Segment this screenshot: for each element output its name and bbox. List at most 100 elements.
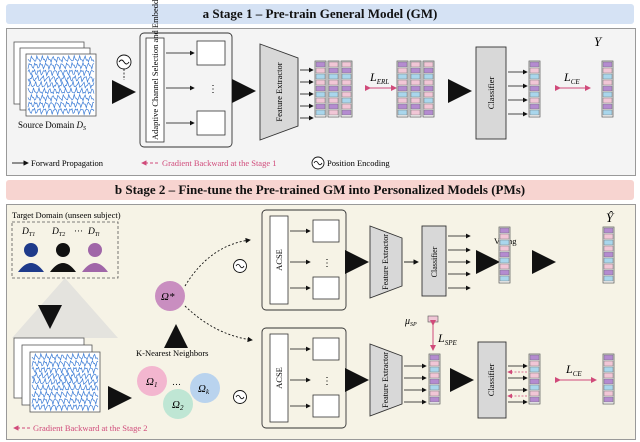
token xyxy=(603,354,614,361)
omega-dots: … xyxy=(172,377,181,387)
omega-1-circle xyxy=(137,366,167,396)
acse-bottom-label: ACSE xyxy=(274,367,284,389)
token xyxy=(423,91,434,98)
token xyxy=(341,61,352,68)
token xyxy=(410,91,421,98)
token xyxy=(499,275,510,282)
token xyxy=(397,85,408,92)
token xyxy=(602,67,613,74)
token xyxy=(603,384,614,391)
token xyxy=(499,233,510,240)
fe2-top-label: Feature Extractor xyxy=(381,234,390,290)
token xyxy=(429,354,440,361)
knn-label: K-Nearest Neighbors xyxy=(136,348,208,358)
target-eeg-stack xyxy=(13,337,101,413)
token xyxy=(315,85,326,92)
token xyxy=(397,79,408,86)
token xyxy=(602,97,613,104)
token xyxy=(499,239,510,246)
eeg-trace xyxy=(31,403,99,412)
mu-sp-token xyxy=(427,315,439,323)
token xyxy=(429,396,440,403)
token xyxy=(423,109,434,116)
y-label: Y xyxy=(594,34,603,49)
token xyxy=(341,67,352,74)
classifier-stage2-bottom: Classifier xyxy=(477,341,507,419)
token xyxy=(341,85,352,92)
y-hat-label: Ŷ xyxy=(606,210,615,225)
eeg-trace xyxy=(27,74,95,84)
token xyxy=(410,73,421,80)
token xyxy=(328,67,339,74)
token xyxy=(410,85,421,92)
omega-2-label: Ω2 xyxy=(172,399,184,412)
projection-shade xyxy=(12,278,118,338)
loss-erl-label: LERL xyxy=(369,70,389,86)
token xyxy=(328,109,339,116)
token xyxy=(603,366,614,373)
token xyxy=(603,251,614,258)
token xyxy=(603,227,614,234)
token xyxy=(603,396,614,403)
token xyxy=(397,91,408,98)
eeg-trace xyxy=(27,61,95,71)
eeg-trace xyxy=(27,80,95,90)
token xyxy=(529,61,540,68)
token xyxy=(529,390,540,397)
acse-stage2-bottom: ACSE ⋮ xyxy=(261,327,347,429)
token xyxy=(429,378,440,385)
token xyxy=(315,103,326,110)
omega-1-label: Ω1 xyxy=(146,376,157,389)
token xyxy=(499,269,510,276)
eeg-trace xyxy=(31,396,99,406)
token xyxy=(529,354,540,361)
token xyxy=(603,372,614,379)
token xyxy=(529,366,540,373)
token xyxy=(529,109,540,116)
legend-gradient-stage2: Gradient Backward at the Stage 2 xyxy=(33,423,147,433)
stage1-banner: a Stage 1 – Pre-train General Model (GM) xyxy=(6,4,634,24)
eeg-trace xyxy=(31,389,99,399)
dt1-label: DT1 xyxy=(21,227,35,238)
eeg-trace xyxy=(27,86,95,95)
classifier2-top-label: Classifier xyxy=(430,246,439,277)
token xyxy=(328,73,339,80)
token xyxy=(315,79,326,86)
token xyxy=(315,97,326,104)
token xyxy=(603,233,614,240)
position-encoding-icon xyxy=(116,54,132,80)
dt2-label: DT2 xyxy=(51,227,65,238)
token xyxy=(397,97,408,104)
loss-ce-stage2: LCE xyxy=(565,362,582,378)
token xyxy=(423,73,434,80)
token xyxy=(603,239,614,246)
token xyxy=(341,73,352,80)
channel-plot-2 xyxy=(196,110,226,136)
token xyxy=(397,67,408,74)
token xyxy=(410,79,421,86)
token xyxy=(529,372,540,379)
legend-forward: Forward Propagation xyxy=(31,158,104,168)
omega-clusters: Ω1 … Ωk Ω2 xyxy=(137,366,220,419)
token xyxy=(529,97,540,104)
token xyxy=(529,67,540,74)
token xyxy=(529,73,540,80)
token xyxy=(603,257,614,264)
token xyxy=(423,97,434,104)
target-domain-label: Target Domain (unseen subject) xyxy=(12,210,121,220)
classifier-stage1: Classifier xyxy=(475,46,507,140)
stage2-title: b Stage 2 – Fine-tune the Pre-trained GM… xyxy=(114,182,526,197)
eeg-trace xyxy=(27,68,95,78)
token xyxy=(410,103,421,110)
fe1-label: Feature Extractor xyxy=(274,62,284,121)
token xyxy=(529,396,540,403)
token xyxy=(397,109,408,116)
token xyxy=(529,378,540,385)
svg-text:⋮: ⋮ xyxy=(322,258,332,269)
omega-star-label: Ω* xyxy=(161,291,175,303)
classifier2-bottom-label: Classifier xyxy=(486,364,496,397)
token xyxy=(603,378,614,385)
omega-2-circle xyxy=(163,389,193,419)
stage2-banner: b Stage 2 – Fine-tune the Pre-trained GM… xyxy=(6,180,634,200)
